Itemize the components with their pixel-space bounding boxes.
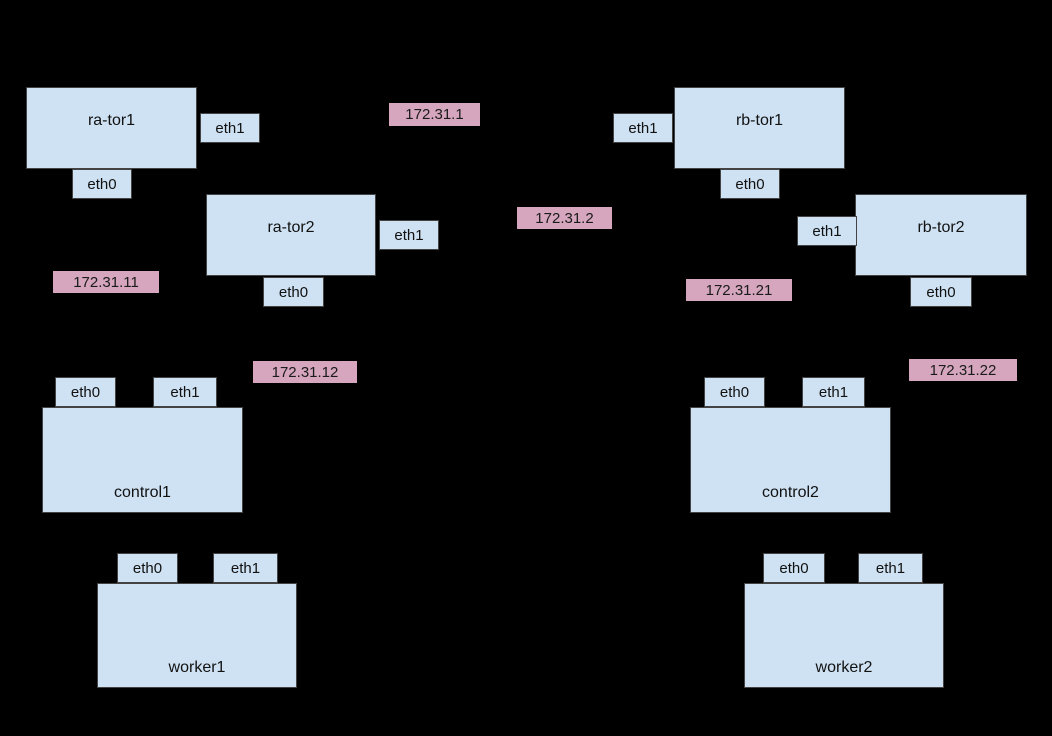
interface-label: eth1: [875, 559, 906, 577]
node-worker1: worker1: [97, 583, 297, 688]
ip-address-text: 172.31.2: [535, 209, 594, 227]
node-ra-tor2: ra-tor2: [206, 194, 376, 276]
interface-ra-tor2-eth1: eth1: [379, 220, 439, 250]
interface-label: eth1: [170, 383, 200, 401]
interface-label: eth0: [719, 383, 750, 401]
node-rb-tor1: rb-tor1: [674, 87, 845, 169]
interface-label: eth1: [230, 559, 261, 577]
node-label-rb-tor1: rb-tor1: [735, 112, 784, 129]
interface-label: eth0: [735, 175, 765, 193]
interface-ra-tor1-eth1: eth1: [200, 113, 260, 143]
interface-worker2-eth1: eth1: [858, 553, 923, 583]
interface-control1-eth1: eth1: [153, 377, 217, 407]
interface-control2-eth0: eth0: [704, 377, 765, 407]
node-rb-tor2: rb-tor2: [855, 194, 1027, 276]
interface-rb-tor2-eth0: eth0: [910, 277, 972, 307]
ip-address-label: 172.31.11: [53, 271, 159, 293]
interface-ra-tor1-eth0: eth0: [72, 169, 132, 199]
ip-address-label: 172.31.21: [686, 279, 792, 301]
interface-rb-tor1-eth1: eth1: [613, 113, 673, 143]
interface-control1-eth0: eth0: [55, 377, 116, 407]
interface-label: eth0: [926, 283, 956, 301]
interface-rb-tor1-eth0: eth0: [720, 169, 780, 199]
interface-label: eth1: [394, 226, 424, 244]
interface-ra-tor2-eth0: eth0: [263, 277, 324, 307]
node-label-control1: control1: [114, 484, 171, 501]
ip-address-text: 172.31.22: [929, 361, 997, 379]
interface-rb-tor2-eth1: eth1: [797, 216, 857, 246]
ip-address-text: 172.31.12: [271, 363, 339, 381]
ip-address-text: 172.31.1: [405, 106, 464, 123]
node-label-worker1: worker1: [168, 659, 226, 676]
ip-address-label: 172.31.22: [909, 359, 1017, 381]
interface-worker1-eth1: eth1: [213, 553, 278, 583]
node-control2: control2: [690, 407, 891, 513]
interface-worker2-eth0: eth0: [763, 553, 825, 583]
interface-label: eth1: [812, 222, 842, 240]
ip-address-text: 172.31.21: [705, 281, 773, 299]
interface-label: eth0: [132, 559, 163, 577]
node-label-worker2: worker2: [815, 659, 873, 676]
node-label-ra-tor2: ra-tor2: [267, 219, 315, 236]
node-label-rb-tor2: rb-tor2: [917, 219, 965, 236]
interface-worker1-eth0: eth0: [117, 553, 178, 583]
interface-label: eth1: [215, 119, 245, 137]
interface-control2-eth1: eth1: [802, 377, 865, 407]
interface-label: eth0: [779, 559, 809, 577]
node-control1: control1: [42, 407, 243, 513]
interface-label: eth0: [278, 283, 309, 301]
ip-address-text: 172.31.11: [73, 273, 139, 291]
node-label-ra-tor1: ra-tor1: [87, 112, 136, 129]
node-ra-tor1: ra-tor1: [26, 87, 197, 169]
interface-label: eth1: [628, 119, 658, 137]
interface-label: eth0: [87, 175, 117, 193]
interface-label: eth1: [818, 383, 849, 401]
ip-address-label: 172.31.2: [517, 207, 612, 229]
ip-address-label: 172.31.12: [253, 361, 357, 383]
ip-address-label: 172.31.1: [389, 103, 480, 126]
node-worker2: worker2: [744, 583, 944, 688]
node-label-control2: control2: [762, 484, 819, 501]
interface-label: eth0: [70, 383, 101, 401]
